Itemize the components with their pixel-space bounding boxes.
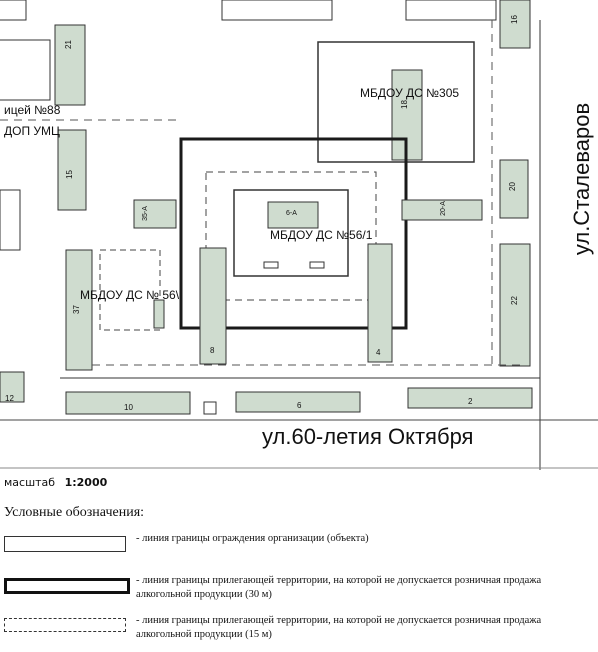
building-8 — [199, 247, 227, 365]
institution-umc-label: ДОП УМЦ — [4, 124, 60, 138]
legend-sample-fence-line — [4, 536, 126, 552]
building-number-10: 10 — [124, 403, 133, 412]
building-number-8: 8 — [210, 346, 215, 355]
legend-item-30m: - линия границы прилегающей территории, … — [0, 572, 598, 612]
building-number-22: 22 — [509, 296, 519, 305]
dashed-15m-boundary — [99, 249, 161, 331]
small-structure — [203, 401, 217, 415]
building-number-20a: 20-А — [439, 201, 447, 216]
legend-item-fence: - линия границы ограждения организации (… — [0, 528, 598, 568]
building-number-18: 18 — [399, 100, 409, 109]
legend-item-15m: - линия границы прилегающей территории, … — [0, 612, 598, 652]
boundary-30m — [179, 137, 408, 330]
building-number-6: 6 — [297, 401, 302, 410]
map-area: 21 15 35-А 37 6-А 8 4 18 16 20 20-А 22 1… — [0, 0, 598, 470]
building-number-16: 16 — [509, 15, 519, 24]
building-4 — [367, 243, 393, 363]
legend-text-30m: - линия границы прилегающей территории, … — [136, 575, 542, 600]
building-22 — [499, 243, 531, 367]
building-37 — [65, 249, 93, 371]
legend-sample-15m-line — [4, 618, 126, 632]
building-35a — [133, 199, 177, 229]
building-number-21: 21 — [63, 40, 73, 49]
scale-indicator: масштаб 1:2000 — [4, 476, 107, 489]
building-6a — [267, 201, 319, 229]
building-number-15: 15 — [64, 170, 74, 179]
street-label-60-october: ул.60-летия Октября — [262, 424, 474, 449]
map-svg — [0, 0, 598, 470]
institution-ds305-label: МБДОУ ДС №305 — [360, 86, 460, 100]
building-20 — [499, 159, 529, 219]
small-structure — [309, 261, 325, 269]
building-number-4: 4 — [376, 348, 381, 357]
scale-value: 1:2000 — [64, 476, 108, 489]
building-6 — [235, 391, 361, 413]
building-outline — [0, 0, 27, 21]
street-label-stalevarov: ул.Сталеваров — [569, 102, 595, 256]
building-12 — [0, 371, 25, 403]
legend-title: Условные обозначения: — [4, 505, 145, 520]
dashed-15m-boundary-main — [205, 171, 377, 301]
small-structure — [263, 261, 279, 269]
building-small — [153, 299, 165, 329]
legend-text-fence: - линия границы ограждения организации (… — [136, 533, 369, 544]
building-number-12: 12 — [5, 394, 14, 403]
institution-lyceum-label: ицей №88 — [4, 103, 61, 117]
building-number-35a: 35-А — [141, 206, 149, 221]
building-outline — [0, 189, 21, 251]
institution-ds56-1-label: МБДОУ ДС №56/1 — [270, 228, 373, 242]
building-2 — [407, 387, 533, 409]
fence-ds56-1 — [233, 189, 349, 277]
building-number-2: 2 — [468, 397, 473, 406]
building-outline — [221, 0, 333, 21]
building-16 — [499, 0, 531, 49]
building-10 — [65, 391, 191, 415]
building-21 — [54, 24, 86, 106]
building-number-37: 37 — [71, 305, 81, 314]
building-number-6a: 6-А — [286, 210, 297, 217]
parcel-boundary — [0, 39, 51, 101]
institution-ds56-label: МБДОУ ДС № 56\ — [80, 288, 180, 302]
scale-label: масштаб — [4, 476, 56, 489]
fence-ds305 — [317, 41, 475, 163]
legend-sample-30m-line — [4, 578, 130, 594]
building-20a — [401, 199, 483, 221]
building-15 — [57, 129, 87, 211]
legend-text-15m: - линия границы прилегающей территории, … — [136, 615, 542, 640]
building-outline — [405, 0, 497, 21]
building-number-20: 20 — [507, 182, 517, 191]
